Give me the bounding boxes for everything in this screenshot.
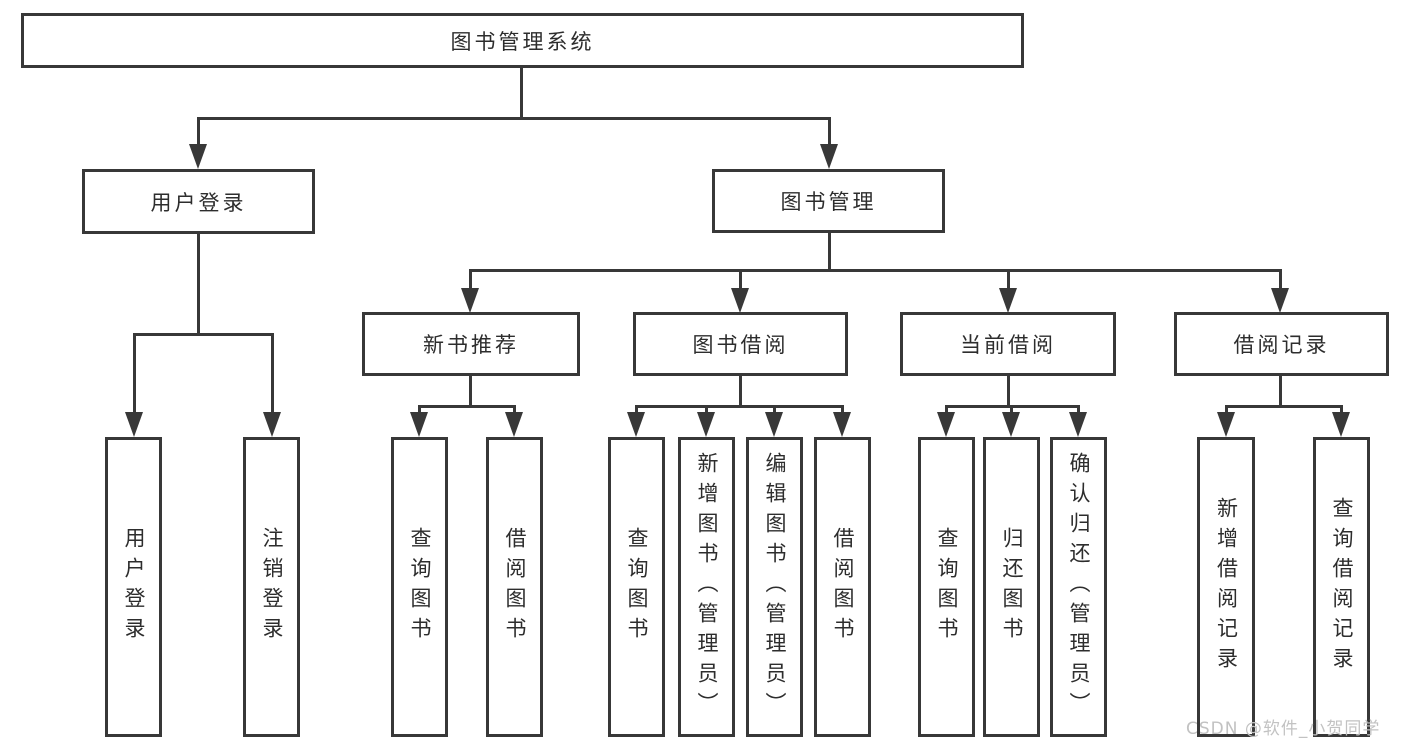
connector-drop-login-leaf	[133, 333, 136, 413]
node-label: 图书管理系统	[450, 29, 595, 54]
connector-drop-user-login	[197, 117, 200, 147]
node-current-borrowing: 当前借阅	[900, 312, 1116, 376]
leaf-borrow-borrow-books: 借阅图书	[814, 437, 871, 737]
arrowhead	[937, 412, 955, 437]
leaf-label: 用户登录	[122, 527, 146, 647]
arrowhead-login-leaf	[125, 412, 143, 437]
arrowhead-logout-leaf	[263, 412, 281, 437]
leaf-current-confirm-return-admin: 确认归还（管理员）	[1050, 437, 1107, 737]
node-user-login: 用户登录	[82, 169, 315, 234]
leaf-recommend-borrow-books: 借阅图书	[486, 437, 543, 737]
leaf-label: 查询图书	[408, 527, 432, 647]
arrowhead-current	[999, 288, 1017, 313]
node-borrowing-records: 借阅记录	[1174, 312, 1389, 376]
arrowhead	[765, 412, 783, 437]
connector-borrow-stem	[739, 376, 742, 407]
leaf-current-query-books: 查询图书	[918, 437, 975, 737]
leaf-label: 借阅图书	[831, 527, 855, 647]
arrowhead-book-mgmt	[820, 144, 838, 169]
leaf-logout: 注销登录	[243, 437, 300, 737]
connector-mgmt-bus	[469, 269, 1282, 272]
connector-drop-logout-leaf	[271, 333, 274, 413]
leaf-borrow-edit-books-admin: 编辑图书（管理员）	[746, 437, 803, 737]
node-label: 用户登录	[150, 190, 247, 215]
node-label: 借阅记录	[1233, 333, 1330, 357]
node-label: 图书管理	[780, 190, 877, 214]
leaf-label: 归还图书	[1000, 527, 1024, 647]
leaf-label: 查询图书	[935, 527, 959, 647]
connector-mgmt-stem	[828, 233, 831, 271]
node-label: 新书推荐	[423, 333, 519, 357]
leaf-records-query-record: 查询借阅记录	[1313, 437, 1370, 737]
arrowhead	[1069, 412, 1087, 437]
connector-login-bus	[133, 333, 274, 336]
connector-drop-book-mgmt	[828, 117, 831, 147]
node-library-management-system: 图书管理系统	[21, 13, 1024, 68]
leaf-borrow-add-books-admin: 新增图书（管理员）	[678, 437, 735, 737]
connector-current-stem	[1007, 376, 1010, 407]
leaf-user-login: 用户登录	[105, 437, 162, 737]
arrowhead	[505, 412, 523, 437]
connector-root-bus	[197, 117, 831, 120]
leaf-label: 编辑图书（管理员）	[763, 452, 787, 722]
connector-root-stem	[520, 68, 523, 118]
connector-borrow-bus	[635, 405, 844, 408]
leaf-records-add-record: 新增借阅记录	[1197, 437, 1255, 737]
leaf-label: 新增图书（管理员）	[695, 452, 719, 722]
arrowhead	[410, 412, 428, 437]
leaf-label: 查询借阅记录	[1330, 497, 1354, 677]
arrowhead	[627, 412, 645, 437]
node-label: 当前借阅	[960, 333, 1056, 357]
arrowhead-borrow	[731, 288, 749, 313]
node-book-management: 图书管理	[712, 169, 945, 233]
leaf-label: 新增借阅记录	[1214, 497, 1239, 677]
connector-recommend-stem	[469, 376, 472, 407]
connector-records-stem	[1279, 376, 1282, 407]
leaf-label: 查询图书	[625, 527, 649, 647]
connector-records-bus	[1225, 405, 1343, 408]
connector-drop-records	[1279, 269, 1282, 294]
leaf-label: 确认归还（管理员）	[1067, 452, 1091, 722]
connector-drop-current	[1007, 269, 1010, 294]
arrowhead	[1332, 412, 1350, 437]
arrowhead-recommend	[461, 288, 479, 313]
leaf-current-return-books: 归还图书	[983, 437, 1040, 737]
leaf-recommend-query-books: 查询图书	[391, 437, 448, 737]
node-book-borrowing: 图书借阅	[633, 312, 848, 376]
arrowhead	[697, 412, 715, 437]
arrowhead-user-login	[189, 144, 207, 169]
connector-login-stem	[197, 234, 200, 335]
leaf-label: 注销登录	[260, 527, 284, 647]
arrowhead-records	[1271, 288, 1289, 313]
connector-drop-borrow	[739, 269, 742, 294]
csdn-watermark: CSDN @软件_小贺同学	[1186, 719, 1381, 739]
leaf-label: 借阅图书	[503, 527, 527, 647]
connector-drop-recommend	[469, 269, 472, 294]
node-label: 图书借阅	[692, 333, 789, 357]
arrowhead	[1002, 412, 1020, 437]
arrowhead	[1217, 412, 1235, 437]
node-new-book-recommendation: 新书推荐	[362, 312, 580, 376]
leaf-borrow-query-books: 查询图书	[608, 437, 665, 737]
connector-recommend-bus	[418, 405, 516, 408]
arrowhead	[833, 412, 851, 437]
